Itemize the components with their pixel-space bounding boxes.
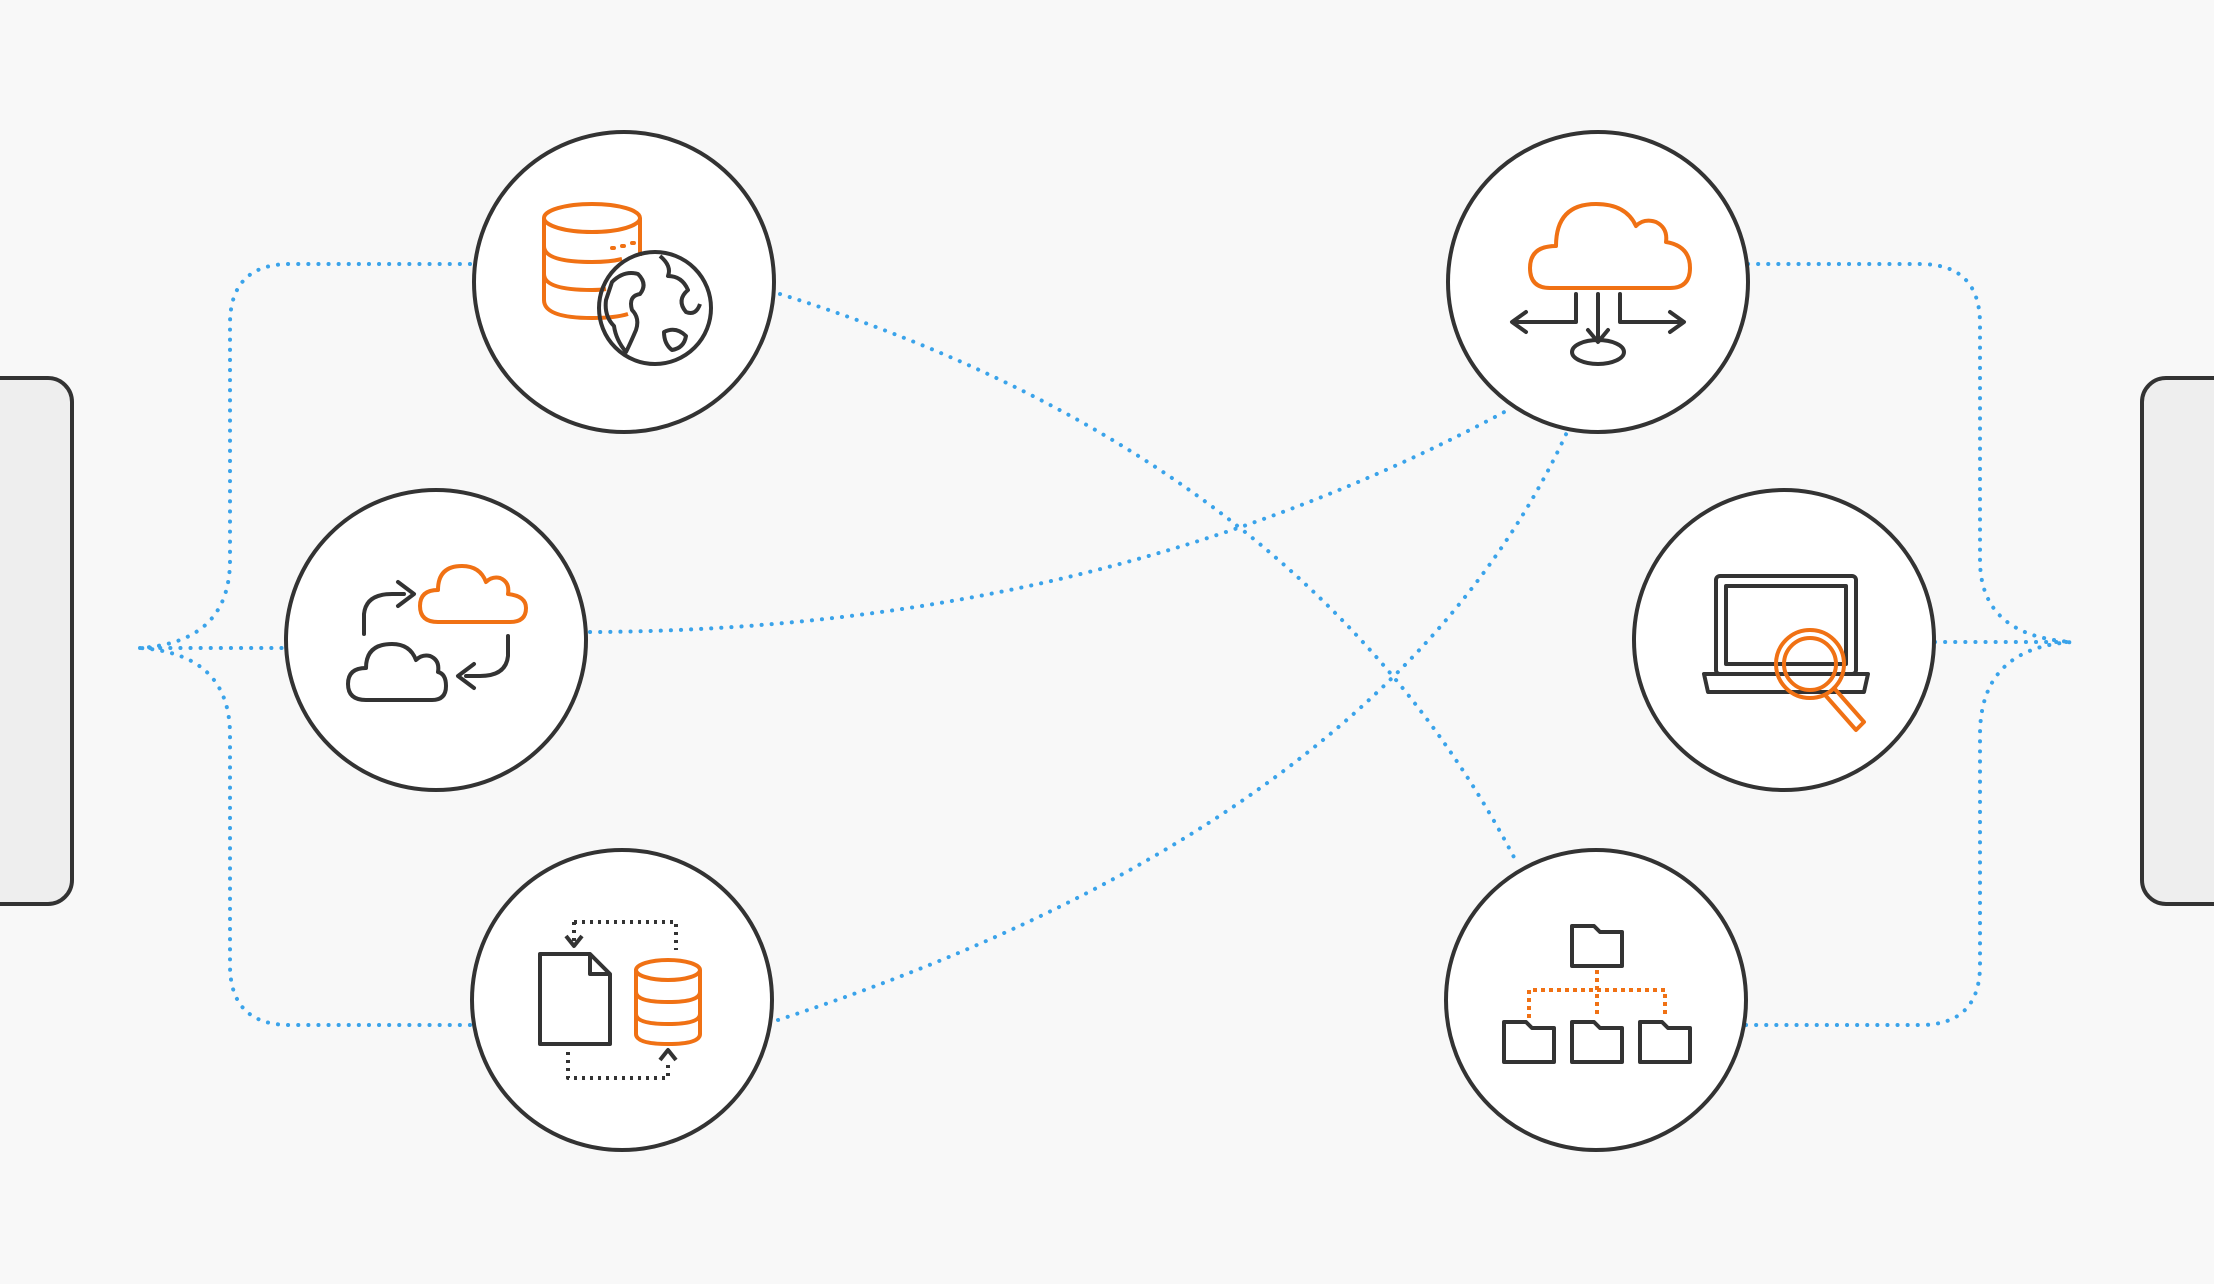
- connector-file-database-transfer-to-cloud-distribute: [776, 428, 1570, 1022]
- folder-hierarchy-icon: [1502, 924, 1692, 1064]
- cloud-sync-icon: [346, 564, 528, 702]
- connector-folder-hierarchy-to-right-panel: [1744, 640, 2074, 1027]
- node-file-database-transfer[interactable]: [470, 848, 774, 1152]
- connectors: [138, 262, 2074, 1027]
- file-database-transfer-icon: [538, 920, 702, 1080]
- connector-left-panel-to-database-globe: [138, 262, 472, 650]
- laptop-search-icon: [1702, 574, 1870, 732]
- node-database-globe[interactable]: [472, 130, 776, 434]
- cloud-distribute-icon: [1510, 202, 1692, 366]
- connector-cloud-distribute-to-right-panel: [1746, 262, 2074, 644]
- connector-database-globe-to-folder-hierarchy: [778, 292, 1520, 867]
- connector-cloud-sync-to-cloud-distribute: [588, 408, 1510, 634]
- node-circles: [284, 130, 1936, 1152]
- right-side-panel: [2140, 376, 2214, 906]
- node-cloud-distribute[interactable]: [1446, 130, 1750, 434]
- node-folder-hierarchy[interactable]: [1444, 848, 1748, 1152]
- node-cloud-sync[interactable]: [284, 488, 588, 792]
- database-globe-icon: [542, 202, 713, 366]
- left-side-panel: [0, 376, 74, 906]
